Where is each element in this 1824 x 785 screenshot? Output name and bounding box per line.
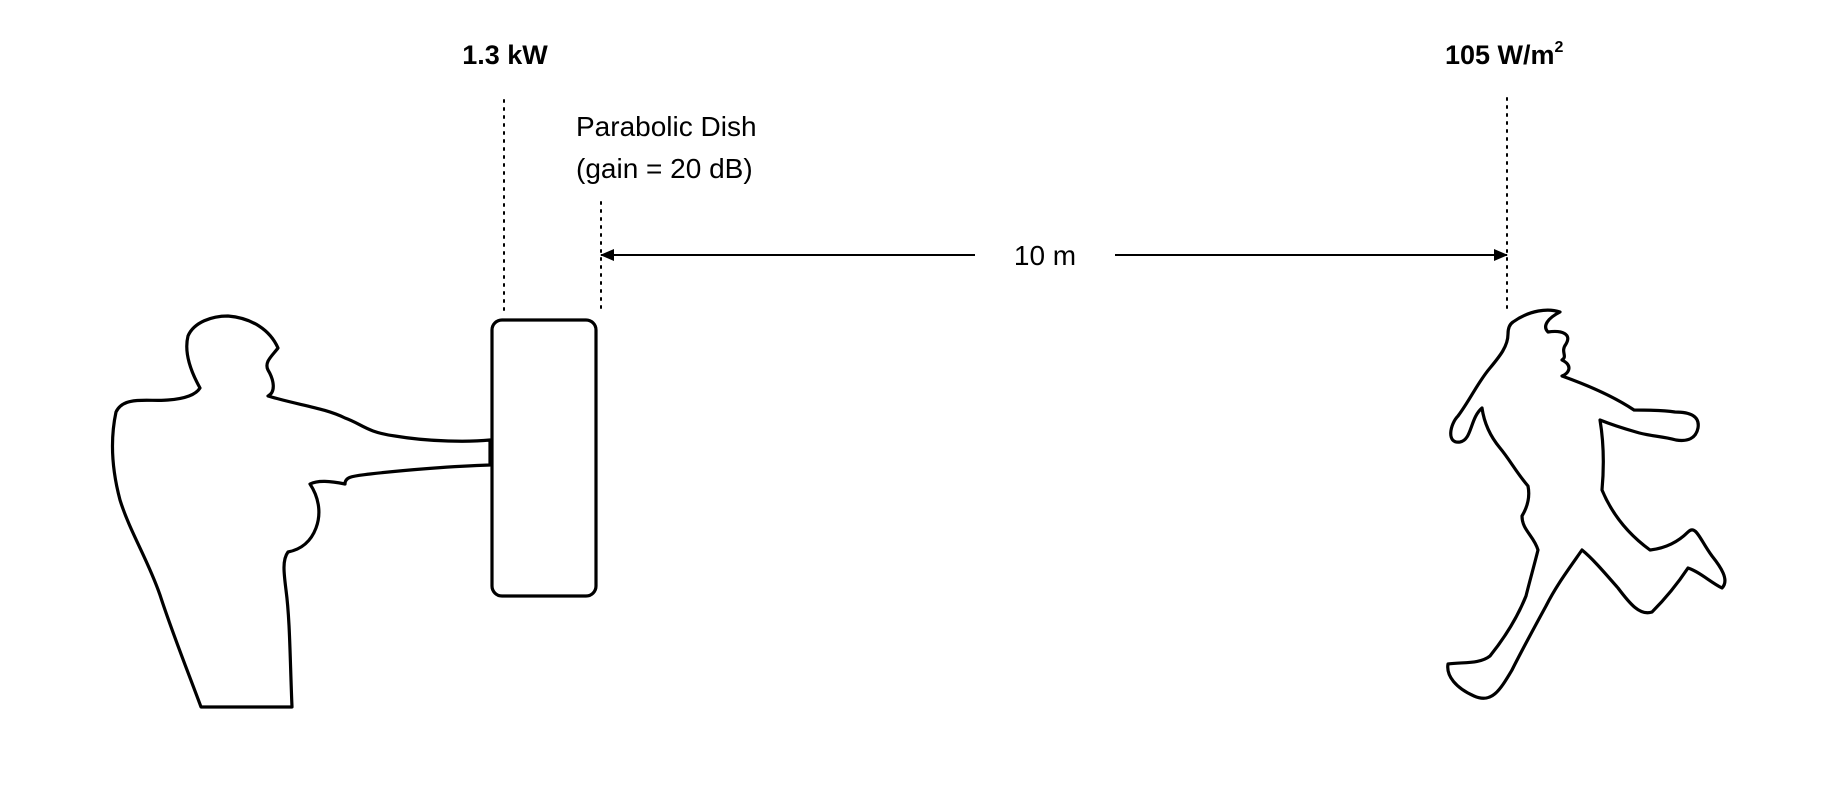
intensity-label: 105 W/m2 [1445,39,1564,70]
dish-name-label: Parabolic Dish [576,111,757,142]
intensity-label-base: 105 W/m [1445,40,1555,70]
power-label: 1.3 kW [462,40,548,70]
dish-gain-label: (gain = 20 dB) [576,153,753,184]
parabolic-dish-icon [490,318,598,598]
intensity-label-exponent: 2 [1555,39,1564,56]
distance-label: 10 m [1014,240,1076,271]
standing-person-icon [110,314,492,709]
running-person-icon [1446,308,1727,700]
